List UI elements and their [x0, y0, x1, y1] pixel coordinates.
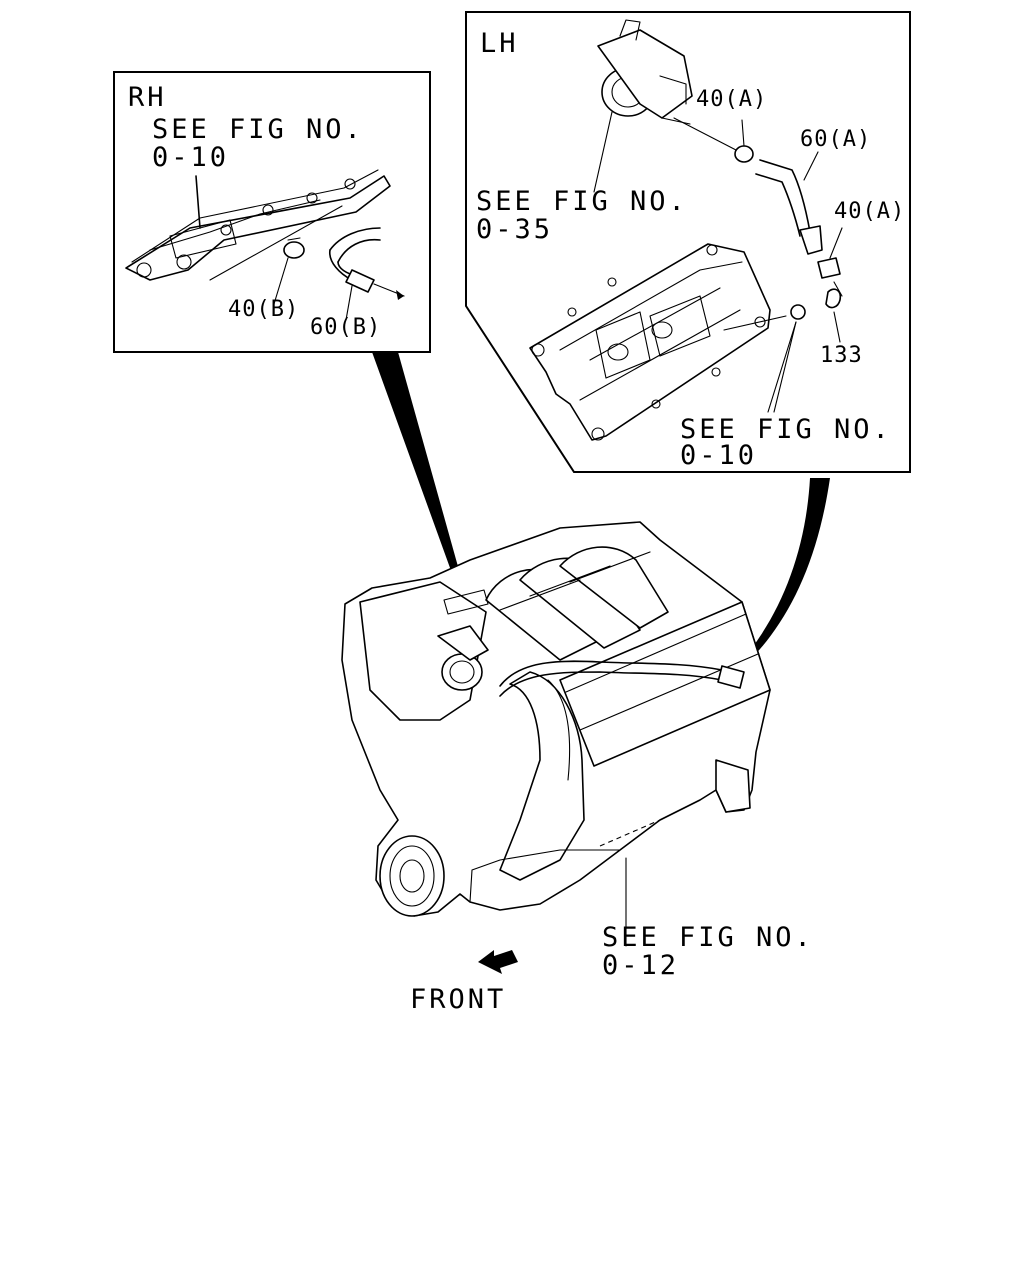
- lh-valve-label: 133: [820, 343, 863, 368]
- lh-see-fig-cover-label: SEE FIG NO.: [680, 414, 892, 445]
- rh-side-label: RH: [128, 82, 167, 113]
- engine-assembly: [341, 521, 771, 947]
- lh-see-fig-throttle-label: SEE FIG NO.: [476, 186, 688, 217]
- lh-cylinder-head-cover: [529, 243, 806, 441]
- engine-see-fig-label: SEE FIG NO.: [602, 922, 814, 953]
- lh-clamp-40a-upper: [734, 145, 754, 163]
- lh-leader-band: [744, 478, 830, 662]
- rh-clamp-label: 40(B): [228, 297, 300, 322]
- engine-see-fig-number: 0-12: [602, 950, 680, 981]
- lh-see-fig-cover-number: 0-10: [680, 440, 758, 471]
- lh-throttle-body: [597, 19, 693, 125]
- engine-throttle-body: [437, 589, 489, 691]
- lh-see-fig-throttle-number: 0-35: [476, 214, 554, 245]
- rh-cylinder-head-cover: [125, 169, 391, 281]
- rh-clamp-40b: [283, 237, 305, 259]
- lh-hose-60a: [755, 159, 823, 255]
- engine-pcv-hose: [499, 660, 723, 687]
- lh-pcv-valve-133: [825, 281, 843, 309]
- front-label: FRONT: [410, 984, 507, 1015]
- lh-clamp-bottom-label: 40(A): [834, 199, 906, 224]
- rh-see-fig-label: SEE FIG NO.: [152, 114, 364, 145]
- lh-clamp-top-label: 40(A): [696, 87, 768, 112]
- lh-side-label: LH: [480, 28, 519, 59]
- rh-hose-label: 60(B): [310, 315, 382, 340]
- lh-hose-label: 60(A): [800, 127, 872, 152]
- rh-see-fig-number: 0-10: [152, 142, 230, 173]
- rh-hose-60b: [329, 227, 381, 293]
- lh-clamp-40a-lower: [817, 257, 841, 279]
- rh-leader-band: [372, 352, 464, 590]
- front-arrow-icon: [478, 950, 518, 974]
